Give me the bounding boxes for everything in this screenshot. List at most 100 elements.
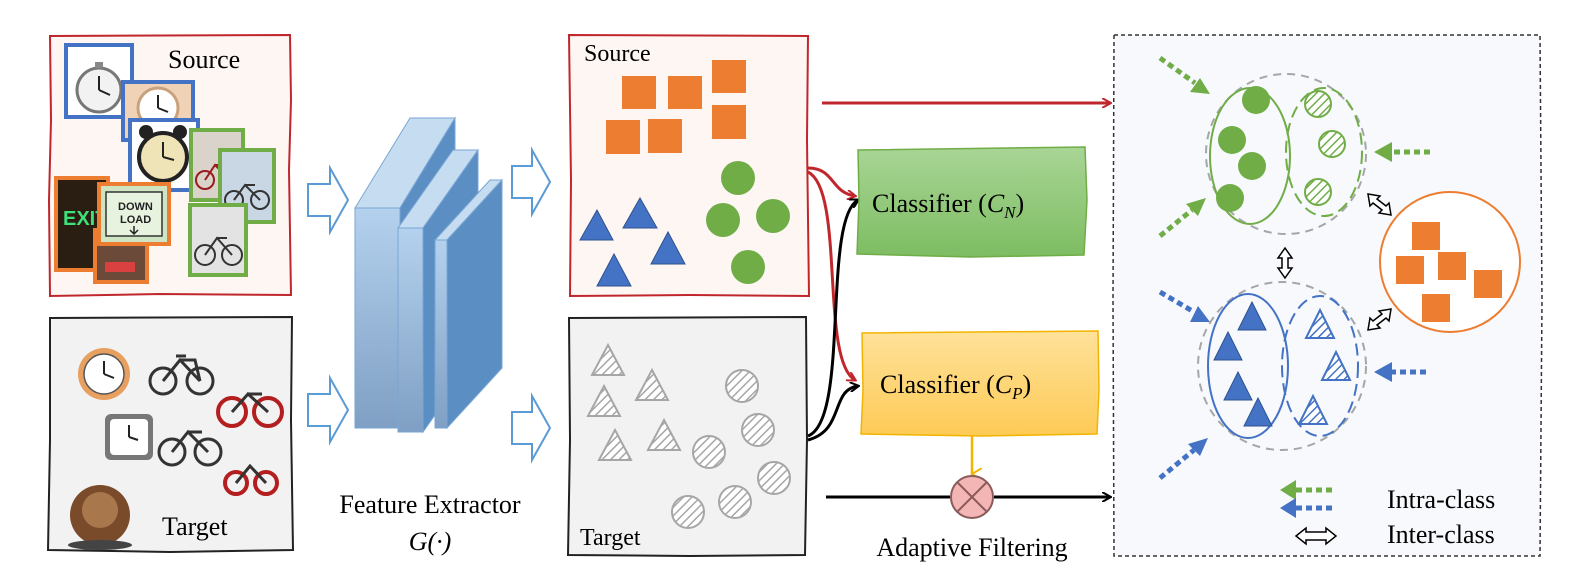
clock-icon xyxy=(78,348,130,400)
download-sign-icon: DOWN LOAD xyxy=(97,182,171,246)
source-square xyxy=(1412,222,1440,250)
intra-class-arrows-blue xyxy=(1158,289,1426,480)
extractor-layer xyxy=(433,178,504,430)
target-triangle xyxy=(597,427,633,461)
source-square xyxy=(622,76,656,109)
target-triangle xyxy=(1297,393,1329,425)
source-square xyxy=(712,60,746,93)
target-triangle xyxy=(1304,307,1336,339)
target-images-label: Target xyxy=(162,512,228,541)
bicycle-icon xyxy=(148,354,215,396)
source-circle xyxy=(721,161,755,195)
inter-class-arrow xyxy=(1367,308,1392,331)
target-images-panel: Target xyxy=(46,315,295,554)
source-square xyxy=(1474,270,1502,298)
source-circle xyxy=(731,250,765,284)
target-features-panel: Target xyxy=(566,315,809,558)
source-images-panel: Source xyxy=(47,33,293,298)
target-circle xyxy=(671,495,705,529)
source-square xyxy=(712,105,746,139)
inter-class-legend-label: Inter-class xyxy=(1387,520,1495,549)
mug-icon xyxy=(68,485,132,550)
multiply-filter-icon xyxy=(950,475,994,519)
intra-class-legend-icon xyxy=(1280,480,1332,518)
feature-arrow xyxy=(511,392,552,464)
inter-class-legend-icon xyxy=(1294,526,1338,546)
target-features-label: Target xyxy=(580,525,641,551)
bicycle-icon xyxy=(216,391,284,428)
svg-text:LOAD: LOAD xyxy=(120,214,151,226)
source-triangle-cluster xyxy=(579,196,686,287)
classifier-p: Classifier (CP) xyxy=(860,330,1100,437)
source-circle xyxy=(1242,86,1270,114)
target-triangle xyxy=(1320,349,1352,381)
target-circle-cluster xyxy=(671,369,791,529)
green-class-cluster xyxy=(1205,73,1367,235)
source-triangle xyxy=(1237,300,1267,331)
orange-class-cluster xyxy=(1379,191,1521,333)
source-circle xyxy=(706,203,740,237)
source-triangle xyxy=(1213,330,1243,361)
source-square xyxy=(668,76,702,109)
source-circle xyxy=(1218,126,1246,154)
feature-arrow xyxy=(511,146,552,218)
source-square xyxy=(606,120,640,154)
alignment-panel: Intra-class Inter-class xyxy=(1112,34,1543,557)
source-square xyxy=(1422,294,1450,322)
source-features-panel: Source xyxy=(567,33,811,298)
target-circle xyxy=(718,485,752,519)
intra-class-legend-label: Intra-class xyxy=(1387,485,1495,514)
source-triangle xyxy=(596,252,632,287)
target-to-classifiers-arrows xyxy=(807,200,858,442)
inter-class-arrow xyxy=(1367,193,1392,216)
feature-extractor: Feature Extractor G(·) xyxy=(339,116,521,556)
source-triangle xyxy=(1243,396,1273,427)
bicycle-icon xyxy=(223,463,279,496)
svg-text:EXIT: EXIT xyxy=(63,208,107,230)
target-triangle xyxy=(586,383,622,417)
source-triangle xyxy=(579,208,614,241)
source-triangle xyxy=(622,196,658,229)
adaptive-filtering: Adaptive Filtering xyxy=(826,436,1110,562)
source-circle xyxy=(1216,184,1244,212)
target-circle xyxy=(1318,130,1346,158)
target-circle xyxy=(1304,90,1332,118)
clock-icon xyxy=(128,118,200,192)
bicycle-icon xyxy=(157,429,223,467)
clock-icon xyxy=(105,414,153,460)
source-circle-cluster xyxy=(706,161,790,284)
intra-class-arrows-green xyxy=(1158,55,1430,238)
source-square-cluster xyxy=(606,60,746,154)
source-circle xyxy=(756,199,790,233)
target-circle xyxy=(725,369,759,403)
inter-class-arrow xyxy=(1276,246,1294,280)
svg-text:DOWN: DOWN xyxy=(118,201,153,213)
source-triangle xyxy=(1223,370,1253,401)
classifier-n: Classifier (CN) xyxy=(856,146,1088,258)
blue-class-cluster xyxy=(1197,281,1367,451)
feature-extractor-label: Feature Extractor xyxy=(339,490,521,519)
source-square xyxy=(648,119,682,153)
source-features-label: Source xyxy=(584,41,651,67)
target-circle xyxy=(757,461,791,495)
input-arrow xyxy=(307,164,350,236)
source-square xyxy=(1438,252,1466,280)
source-triangle xyxy=(650,230,686,265)
target-circle xyxy=(692,435,726,469)
source-to-classifiers-arrows xyxy=(807,166,855,380)
source-images-label: Source xyxy=(168,45,240,74)
target-circle xyxy=(1304,178,1332,206)
bicycle-icon xyxy=(188,203,248,277)
target-triangle-cluster xyxy=(586,342,682,461)
source-circle xyxy=(1238,152,1266,180)
feature-extractor-symbol: G(·) xyxy=(409,527,452,556)
classifier-p-label: Classifier (CP) xyxy=(880,370,1031,403)
target-triangle xyxy=(634,367,670,401)
input-arrow xyxy=(307,374,350,446)
target-triangle xyxy=(590,342,626,376)
classifier-n-label: Classifier (CN) xyxy=(872,189,1024,222)
target-triangle xyxy=(646,417,682,451)
legend: Intra-class Inter-class xyxy=(1280,480,1495,549)
source-square xyxy=(1396,256,1424,284)
